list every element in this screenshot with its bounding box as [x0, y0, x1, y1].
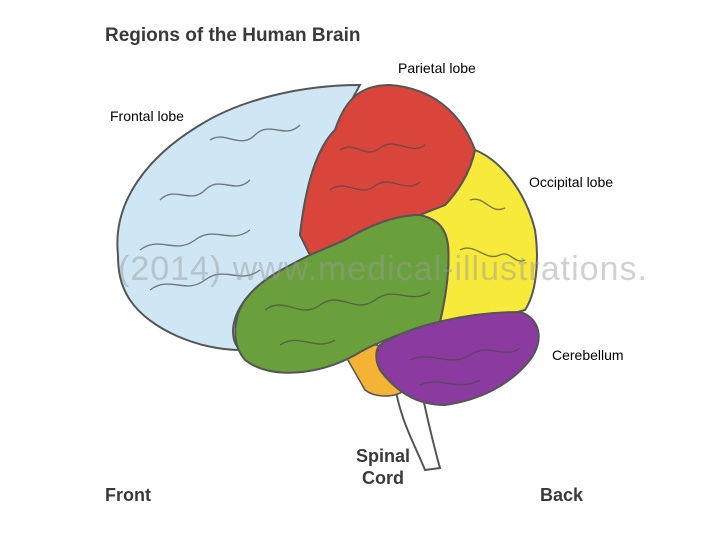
- gyri-lines: [139, 124, 526, 386]
- label-front: Front: [105, 485, 151, 505]
- spinal-cord: [393, 384, 442, 472]
- label-spinal-line2: Cord: [362, 468, 404, 488]
- label-cerebellum: Cerebellum: [552, 347, 624, 363]
- label-spinal-line1: Spinal: [355, 446, 410, 466]
- label-occipital-lobe: Occipital lobe: [529, 174, 614, 190]
- label-parietal-lobe: Parietal lobe: [398, 60, 476, 76]
- diagram-title: Regions of the Human Brain: [105, 25, 361, 46]
- temporal-lobe-region: [234, 213, 450, 374]
- label-spinal-cord: Spinal Cord: [346, 445, 420, 489]
- cerebellum-region: [375, 310, 540, 407]
- label-frontal-lobe: Frontal lobe: [110, 108, 184, 124]
- watermark: (2014) www.medical-illustrations.: [118, 250, 648, 288]
- label-back: Back: [540, 485, 584, 505]
